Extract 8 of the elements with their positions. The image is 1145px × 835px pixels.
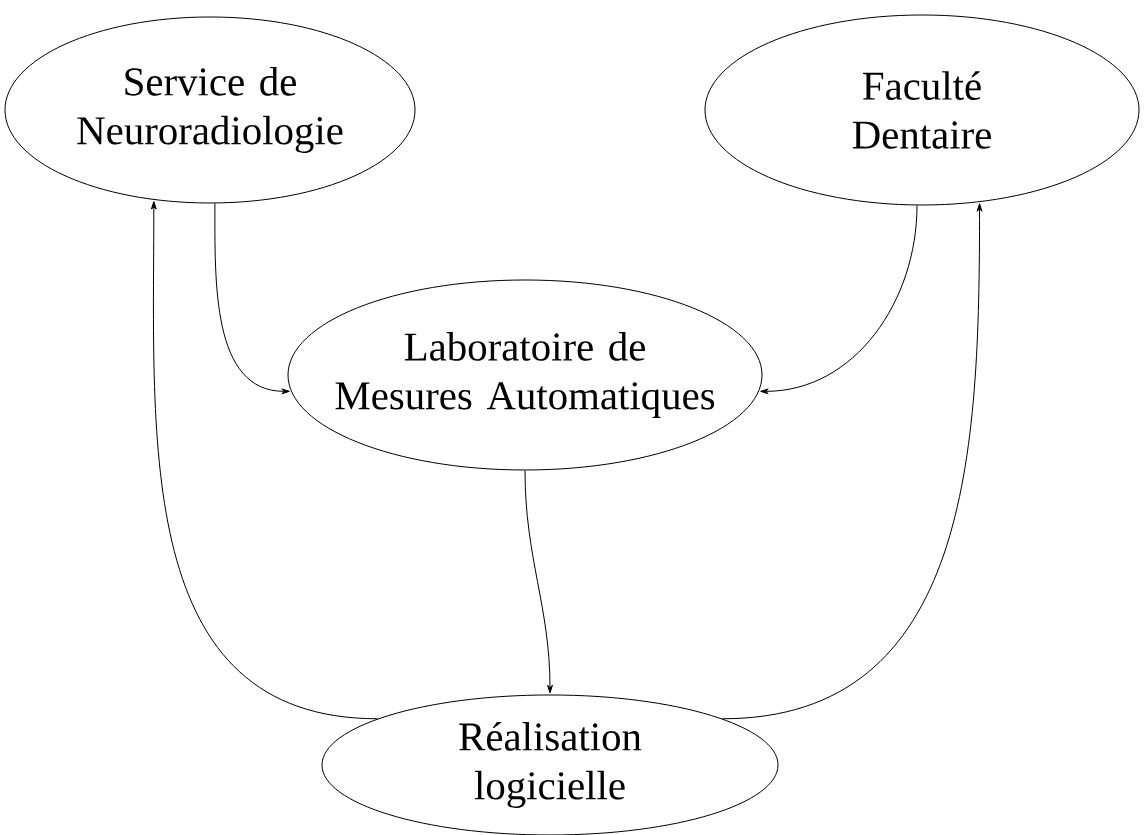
arrow	[760, 204, 918, 395]
arrow	[214, 202, 290, 395]
ellipse-node: Laboratoire de Mesures Automatiques	[287, 279, 763, 471]
arrow	[524, 470, 553, 694]
ellipse-node: Faculté Dentaire	[704, 14, 1140, 206]
ellipse-node: Service de Neuroradiologie	[4, 16, 416, 204]
arrow	[722, 203, 983, 720]
arrow	[150, 201, 378, 720]
